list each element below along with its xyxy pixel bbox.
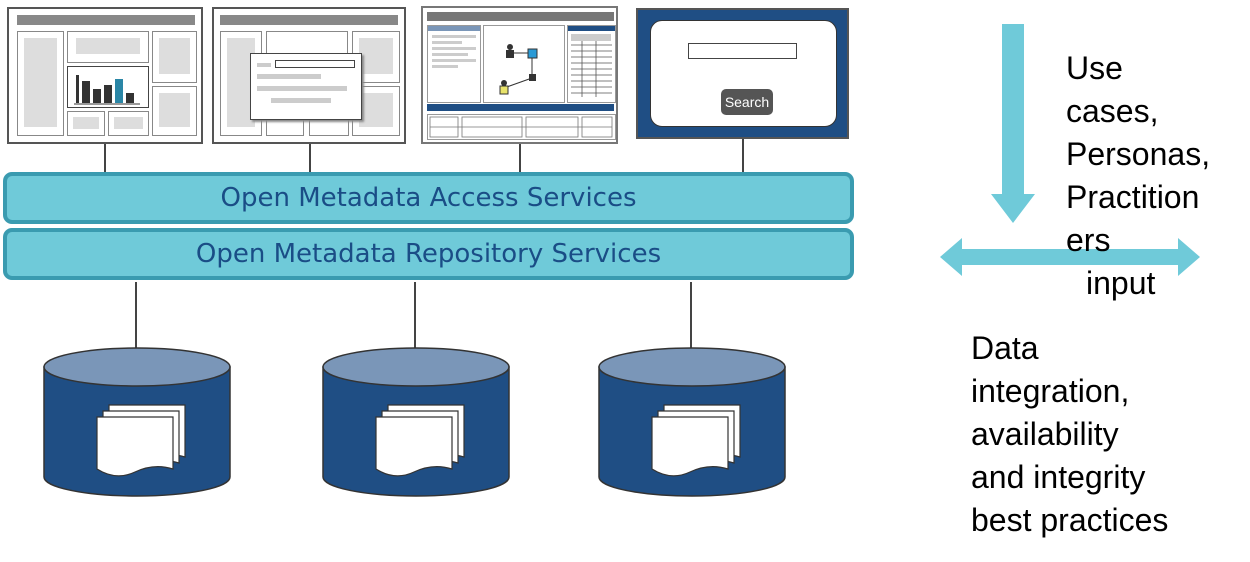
documents-icon (651, 404, 741, 477)
best-practices-text: Data integration, availability and integ… (971, 330, 1169, 538)
connector-line (519, 144, 521, 172)
thumb-panel (152, 86, 197, 136)
dialog-window (250, 53, 362, 120)
access-services-label: Open Metadata Access Services (220, 183, 637, 213)
documents-icon (375, 404, 465, 477)
thumb-footer-table (427, 114, 616, 140)
repository-services-label: Open Metadata Repository Services (195, 239, 662, 269)
repository-services-band: Open Metadata Repository Services (3, 228, 854, 280)
thumb-panel (152, 31, 197, 83)
thumb-header-bar (17, 15, 195, 25)
use-cases-text: Use cases, Personas, Practition ers (1066, 50, 1211, 258)
dialog-thumbnail (212, 7, 406, 144)
table-panel (567, 25, 616, 103)
database-cylinder (43, 347, 231, 497)
search-input[interactable] (688, 43, 797, 59)
connector-line (414, 282, 416, 354)
thumb-header-bar (220, 15, 398, 25)
thumb-panel (67, 31, 149, 63)
database-cylinder (322, 347, 510, 497)
documents-icon (96, 404, 186, 477)
connector-line (135, 282, 137, 354)
thumb-text-panel (427, 25, 481, 103)
database-cylinder (598, 347, 786, 497)
double-arrow-icon (940, 238, 1200, 276)
dashboard-thumbnail (7, 7, 203, 144)
thumb-panel (67, 111, 105, 136)
input-text: input (1086, 265, 1156, 301)
down-arrow-icon (991, 24, 1035, 223)
thumb-header-bar (427, 12, 614, 21)
bar-chart-icon (67, 66, 149, 108)
connector-line (309, 144, 311, 172)
thumb-panel (108, 111, 149, 136)
connector-line (742, 139, 744, 172)
graph-panel (483, 25, 565, 103)
thumb-panel (17, 31, 64, 136)
connector-line (104, 144, 106, 172)
search-button[interactable]: Search (721, 89, 773, 115)
thumb-panel (352, 31, 400, 83)
graph-thumbnail (421, 6, 618, 144)
connector-line (690, 282, 692, 354)
thumb-panel (352, 86, 400, 136)
thumb-footer-bar (427, 104, 614, 111)
search-thumbnail (636, 8, 849, 139)
access-services-band: Open Metadata Access Services (3, 172, 854, 224)
